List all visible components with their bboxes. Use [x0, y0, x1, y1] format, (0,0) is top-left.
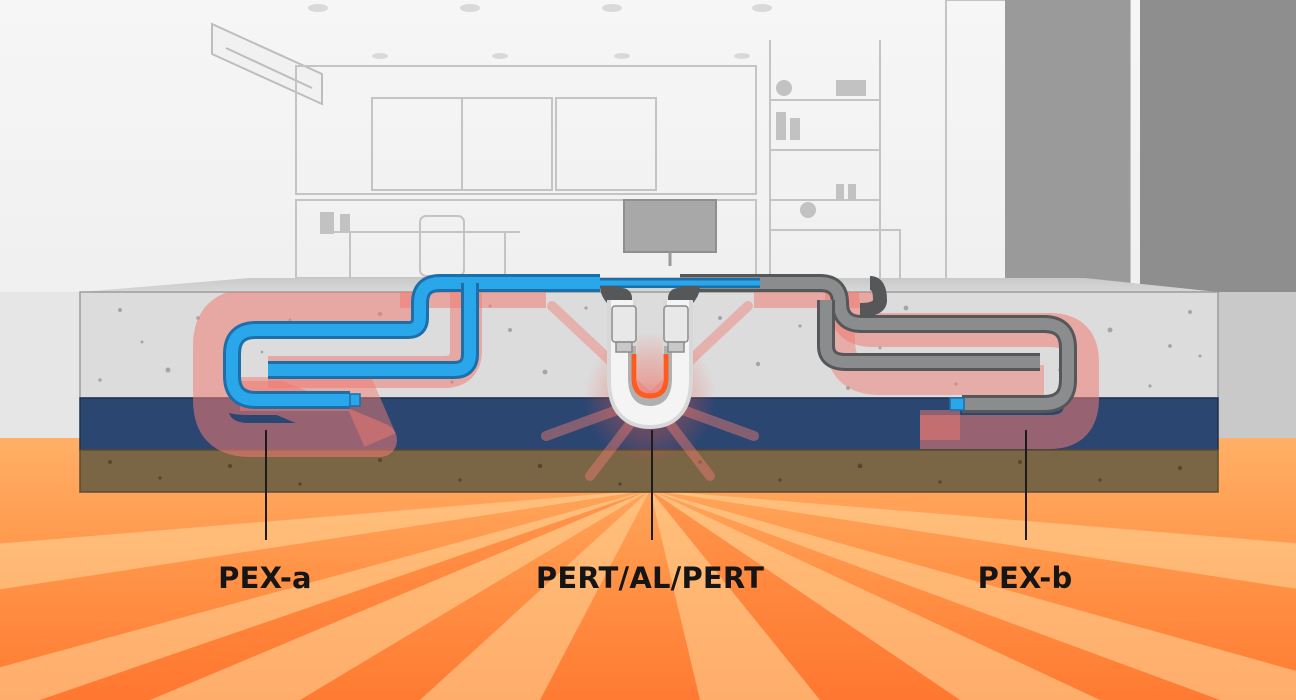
air-conditioner-icon — [211, 22, 323, 106]
pex-b-pipe — [680, 274, 1077, 413]
callout-leaders — [265, 430, 1027, 540]
heated-floor-surface — [0, 438, 1296, 700]
pex-b-label: PEX-b — [977, 561, 1073, 595]
pex-a-label: PEX-a — [218, 561, 312, 595]
pipe-fitting-icon — [611, 305, 689, 353]
monitor-icon — [623, 199, 717, 253]
pert-al-pert-label: PERT/AL/PERT — [535, 561, 765, 595]
pex-a-pipe — [223, 274, 600, 409]
pert-al-pert-pipe — [600, 285, 700, 430]
